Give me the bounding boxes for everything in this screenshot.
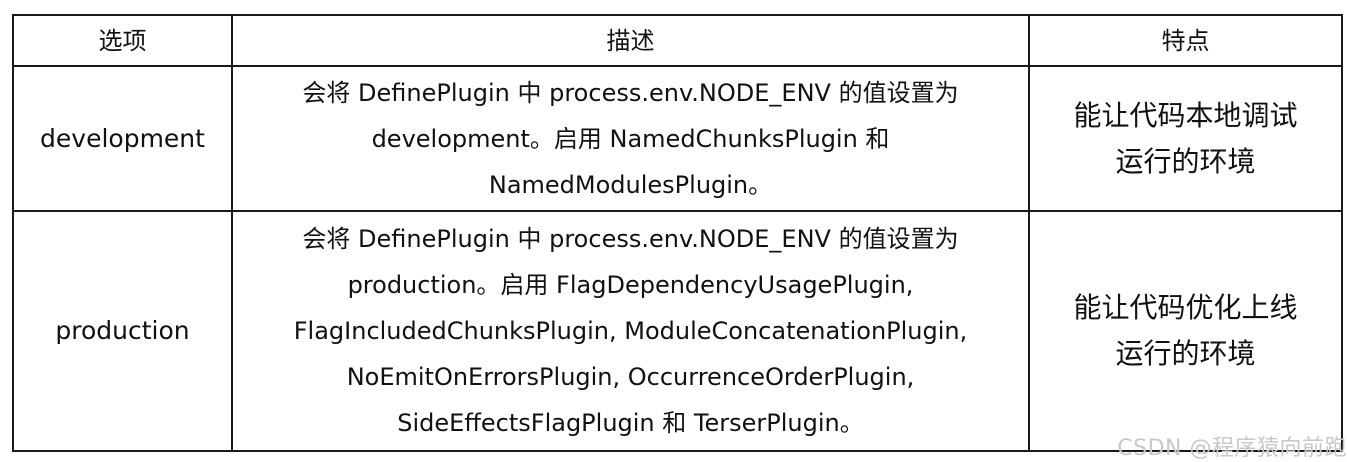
mode-table-container: 选项 描述 特点 development 会将 DefinePlugin 中 p… bbox=[12, 14, 1343, 452]
table-row-production: production 会将 DefinePlugin 中 process.env… bbox=[12, 210, 1343, 452]
cell-description: 会将 DefinePlugin 中 process.env.NODE_ENV 的… bbox=[231, 210, 1030, 452]
header-feature: 特点 bbox=[1028, 14, 1343, 67]
table-row-development: development 会将 DefinePlugin 中 process.en… bbox=[12, 65, 1343, 212]
table-header-row: 选项 描述 特点 bbox=[12, 14, 1343, 67]
header-option: 选项 bbox=[12, 14, 233, 67]
cell-option: production bbox=[12, 210, 233, 452]
cell-feature: 能让代码优化上线运行的环境 bbox=[1028, 210, 1343, 452]
cell-option: development bbox=[12, 65, 233, 212]
header-description: 描述 bbox=[231, 14, 1030, 67]
mode-table: 选项 描述 特点 development 会将 DefinePlugin 中 p… bbox=[12, 14, 1343, 452]
cell-description: 会将 DefinePlugin 中 process.env.NODE_ENV 的… bbox=[231, 65, 1030, 212]
watermark-text: CSDN @程序猿向前跑 bbox=[1117, 436, 1347, 461]
cell-feature: 能让代码本地调试运行的环境 bbox=[1028, 65, 1343, 212]
